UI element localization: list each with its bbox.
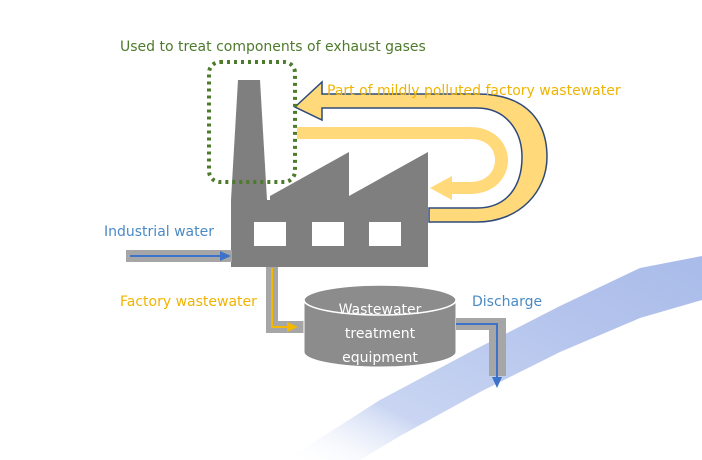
factory-window-3 [369, 222, 401, 246]
factory-window-1 [254, 222, 286, 246]
wastewater-flow-line [271, 268, 288, 328]
industrial-water-label: Industrial water [104, 224, 214, 240]
wastewater-arrowhead [287, 322, 298, 332]
treatment-tank-top [303, 284, 457, 316]
discharge-arrowhead [492, 377, 502, 388]
treatment-label-line2: treatment [345, 326, 416, 342]
factory-window-2 [312, 222, 344, 246]
factory-wastewater-label: Factory wastewater [120, 294, 257, 310]
industrial-water-arrowhead [220, 251, 231, 261]
discharge-label: Discharge [472, 294, 542, 310]
treatment-tank [303, 299, 457, 368]
recycle-arrow [293, 80, 548, 223]
factory-chimney [231, 80, 267, 200]
treatment-label-line3: equipment [342, 350, 418, 366]
recycle-inner-arrow [297, 127, 508, 200]
treatment-label-line1: Wastewater [339, 302, 422, 318]
recycle-note: Part of mildly polluted factory wastewat… [327, 83, 621, 99]
exhaust-note: Used to treat components of exhaust gase… [120, 39, 426, 55]
discharge-flow-line [456, 323, 498, 378]
